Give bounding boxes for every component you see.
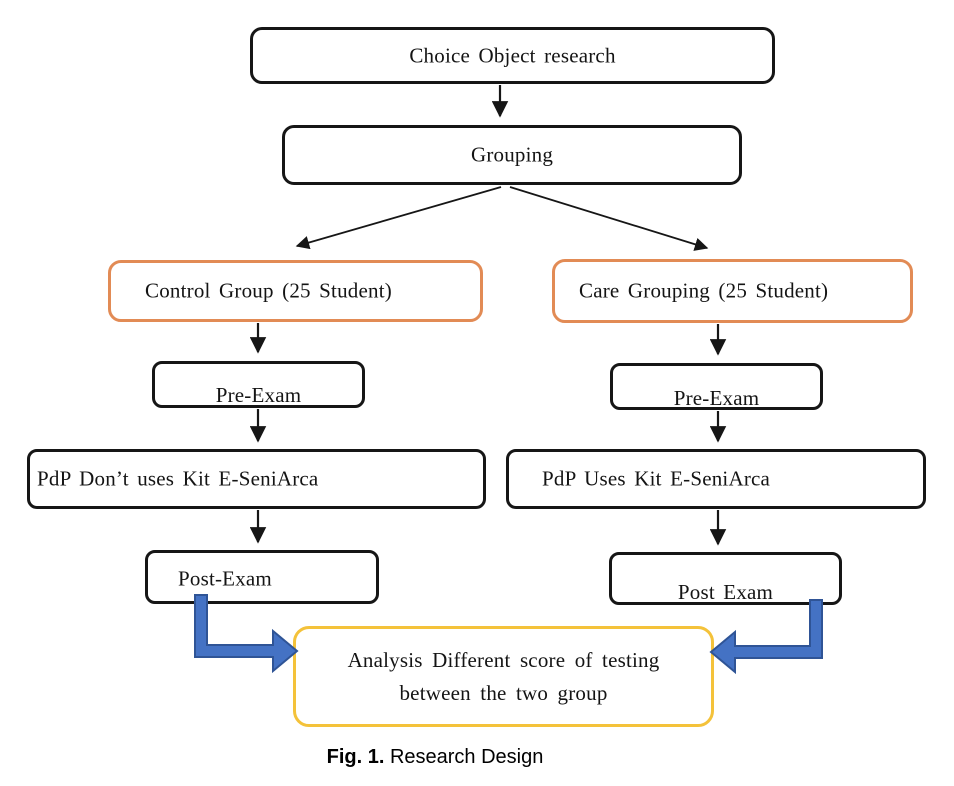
node-care-grouping: Care Grouping (25 Student) [552,259,913,323]
node-post-exam-right: Post Exam [609,552,842,605]
figure-caption-title: Research Design [384,746,544,768]
node-label: PdP Don’t uses Kit E-SeniArca [37,466,319,491]
arrow-grouping-to-control [295,186,502,250]
node-label: Pre-Exam [673,386,760,410]
node-label: Pre-Exam [215,383,302,407]
node-label: Choice Object research [409,43,616,67]
node-label: Analysis Different score of testing betw… [296,629,711,710]
node-post-exam-left: Post-Exam [145,550,379,604]
figure-caption: Fig. 1. Research Design [0,746,870,769]
node-label: Post Exam [677,580,774,604]
blue-arrow-postexam-right-to-analysis [709,599,823,675]
blue-arrow-postexam-left-to-analysis [194,594,299,674]
node-pdp-uses-kit: PdP Uses Kit E-SeniArca [506,449,926,509]
node-choice-object-research: Choice Object research [250,27,775,84]
node-pdp-dont-use-kit: PdP Don’t uses Kit E-SeniArca [27,449,486,509]
node-pre-exam-right: Pre-Exam [610,363,823,410]
analysis-line-1: Analysis Different score of testing [347,648,660,672]
node-label: Grouping [470,142,554,167]
arrow-grouping-to-care [509,186,709,251]
node-grouping: Grouping [282,125,742,185]
node-label: Post-Exam [178,566,272,591]
node-control-group: Control Group (25 Student) [108,260,483,322]
node-label: Control Group (25 Student) [145,278,392,303]
node-label: Care Grouping (25 Student) [579,278,829,303]
node-pre-exam-left: Pre-Exam [152,361,365,408]
analysis-line-2: between the two group [399,681,608,705]
figure-caption-number: Fig. 1. [326,746,385,768]
node-label: PdP Uses Kit E-SeniArca [542,466,771,491]
node-analysis-result: Analysis Different score of testing betw… [293,626,714,727]
